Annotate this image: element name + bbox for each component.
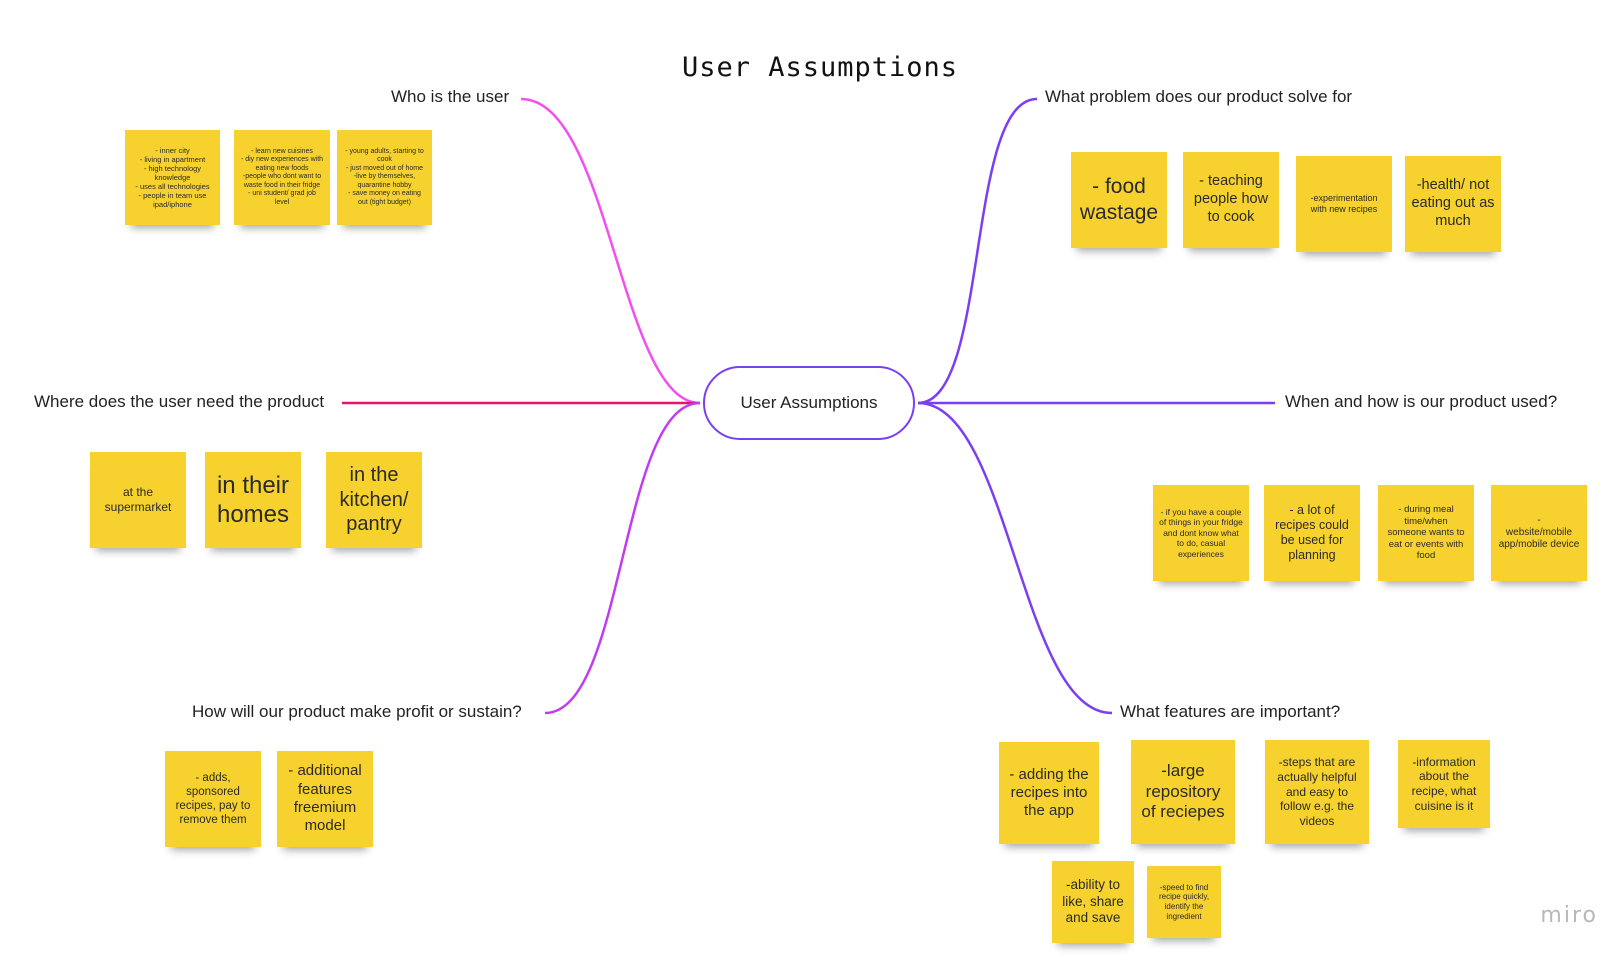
sticky-note[interactable]: - additional features freemium model	[277, 751, 373, 847]
sticky-note[interactable]: in the kitchen/ pantry	[326, 452, 422, 548]
sticky-note[interactable]: - website/mobile app/mobile device	[1491, 485, 1587, 581]
sticky-note[interactable]: - adds, sponsored recipes, pay to remove…	[165, 751, 261, 847]
sticky-note[interactable]: -large repository of reciepes	[1131, 740, 1235, 844]
connector-features	[917, 401, 1113, 715]
sticky-note[interactable]: - if you have a couple of things in your…	[1153, 485, 1249, 581]
sticky-note[interactable]: -information about the recipe, what cuis…	[1398, 740, 1490, 828]
branch-where[interactable]: Where does the user need the product	[34, 392, 325, 411]
sticky-note[interactable]: - young adults, starting to cook - just …	[337, 130, 432, 225]
sticky-note[interactable]: at the supermarket	[90, 452, 186, 548]
sticky-note[interactable]: - learn new cuisines - diy new experienc…	[234, 130, 330, 225]
branch-features[interactable]: What features are important?	[1120, 702, 1341, 721]
branch-when[interactable]: When and how is our product used?	[1285, 392, 1558, 411]
sticky-note[interactable]: - a lot of recipes could be used for pla…	[1264, 485, 1360, 581]
connector-profit	[544, 401, 701, 715]
branch-problem[interactable]: What problem does our product solve for	[1045, 87, 1353, 106]
sticky-note[interactable]: -ability to like, share and save	[1052, 861, 1134, 943]
central-node[interactable]: User Assumptions	[703, 366, 915, 440]
connector-who	[520, 97, 701, 405]
sticky-note[interactable]: - adding the recipes into the app	[999, 742, 1099, 844]
connector-problem	[917, 97, 1038, 405]
branch-profit[interactable]: How will our product make profit or sust…	[192, 702, 522, 721]
sticky-note[interactable]: - inner city - living in apartment - hig…	[125, 130, 220, 225]
sticky-note[interactable]: - teaching people how to cook	[1183, 152, 1279, 248]
sticky-note[interactable]: in their homes	[205, 452, 301, 548]
sticky-note[interactable]: -speed to find recipe quickly, identify …	[1147, 866, 1221, 938]
miro-logo: miro	[1540, 903, 1598, 928]
board-title: User Assumptions	[681, 52, 959, 83]
branch-who[interactable]: Who is the user	[391, 87, 510, 106]
sticky-note[interactable]: -experimentation with new recipes	[1296, 156, 1392, 252]
sticky-note[interactable]: -steps that are actually helpful and eas…	[1265, 740, 1369, 844]
sticky-note[interactable]: - during meal time/when someone wants to…	[1378, 485, 1474, 581]
sticky-note[interactable]: -health/ not eating out as much	[1405, 156, 1501, 252]
sticky-note[interactable]: - food wastage	[1071, 152, 1167, 248]
